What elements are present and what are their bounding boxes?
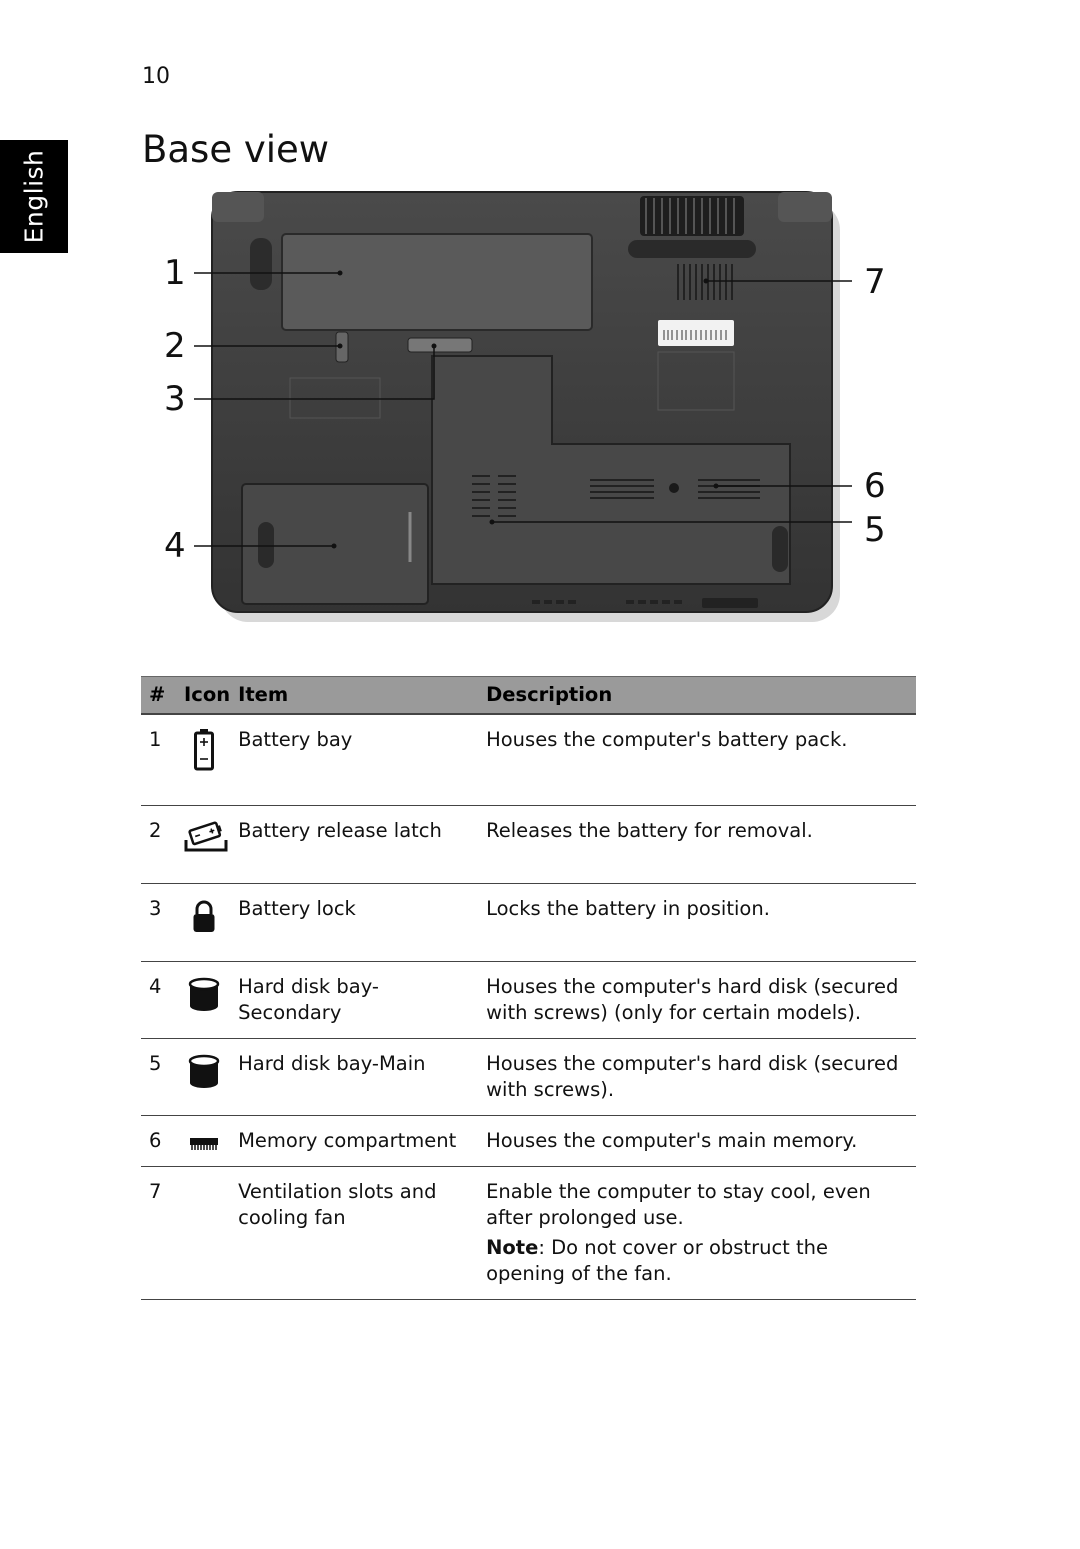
row-number: 7	[141, 1166, 178, 1300]
callout-1: 1	[164, 253, 186, 293]
row-number: 6	[141, 1115, 178, 1167]
header-num: #	[141, 676, 178, 715]
row-description: Releases the battery for removal.	[478, 805, 916, 884]
header-description: Description	[478, 676, 916, 715]
header-item: Item	[230, 676, 479, 715]
header-icon: Icon	[178, 676, 231, 715]
front-vents	[532, 598, 758, 608]
hinge-right	[778, 192, 832, 222]
callout-2: 2	[164, 326, 186, 366]
row-item: Hard disk bay-Secondary	[230, 961, 479, 1039]
laptop-base-figure: 1 2 3 4 5 6 7	[150, 180, 910, 650]
row-number: 1	[141, 714, 178, 806]
main-compartment-cover	[431, 355, 791, 585]
battery-release-icon	[184, 821, 228, 851]
label-recess	[657, 351, 735, 411]
laptop-base-illustration: 1 2 3 4 5 6 7	[164, 191, 886, 622]
top-vent-slots	[645, 198, 735, 234]
row-item: Ventilation slots and cooling fan	[230, 1166, 479, 1300]
barcode	[663, 330, 727, 340]
callout-5: 5	[864, 510, 886, 550]
row-item: Hard disk bay-Main	[230, 1038, 479, 1116]
row-item: Battery release latch	[230, 805, 479, 884]
top-vent	[640, 196, 744, 236]
hdd-vents	[472, 475, 516, 517]
battery-lock	[407, 337, 473, 353]
row-number: 4	[141, 961, 178, 1039]
row-number: 2	[141, 805, 178, 884]
small-recess	[289, 377, 381, 419]
table-row: 2 Battery release latch Releases the bat…	[141, 805, 916, 884]
table-header-row: # Icon Item Description	[141, 676, 916, 715]
rubber-foot-left	[258, 522, 274, 568]
row-description: Locks the battery in position.	[478, 883, 916, 962]
hard-disk-icon	[188, 1054, 220, 1088]
row-item: Battery lock	[230, 883, 479, 962]
memory-icon	[190, 1137, 218, 1150]
table-row: 7 Ventilation slots and cooling fan Enab…	[141, 1166, 916, 1300]
language-tab-label: English	[19, 149, 49, 244]
row-number: 5	[141, 1038, 178, 1116]
row-item: Memory compartment	[230, 1115, 479, 1167]
rubber-foot	[250, 238, 272, 290]
battery-pack	[281, 233, 593, 331]
lock-icon	[193, 900, 215, 932]
callout-7: 7	[864, 262, 886, 302]
callout-lines	[194, 272, 852, 547]
row-description: Houses the computer's main memory.	[478, 1115, 916, 1167]
fan-grille	[677, 264, 733, 300]
row-note: Note: Do not cover or obstruct the openi…	[486, 1235, 908, 1287]
row-number: 3	[141, 883, 178, 962]
table-row: 6 Memory compartment Houses the computer…	[141, 1115, 916, 1167]
row-description: Houses the computer's hard disk (secured…	[478, 1038, 916, 1116]
hinge-left	[212, 192, 264, 222]
row-description: Houses the computer's hard disk (secured…	[478, 961, 916, 1039]
callout-dots	[331, 270, 719, 549]
row-item: Battery bay	[230, 714, 479, 806]
note-label: Note	[486, 1235, 539, 1259]
row-description: Houses the computer's battery pack.	[478, 714, 916, 806]
callout-3: 3	[164, 379, 186, 419]
table-row: 4 Hard disk bay-Secondary Houses the com…	[141, 961, 916, 1039]
table-row: 1 Battery bay Houses the computer's batt…	[141, 714, 916, 806]
language-tab: English	[0, 140, 68, 253]
page-title: Base view	[142, 128, 330, 171]
battery-icon	[194, 729, 214, 771]
callout-4: 4	[164, 526, 186, 566]
hard-disk-icon	[188, 977, 220, 1011]
row-description: Enable the computer to stay cool, even a…	[486, 1179, 871, 1229]
cover-screw	[669, 483, 679, 493]
table-row: 3 Battery lock Locks the battery in posi…	[141, 883, 916, 962]
note-text: : Do not cover or obstruct the opening o…	[486, 1235, 829, 1285]
callout-6: 6	[864, 466, 886, 506]
table-row: 5 Hard disk bay-Main Houses the computer…	[141, 1038, 916, 1116]
page-number: 10	[142, 64, 170, 89]
row-icon-empty	[178, 1166, 231, 1300]
rear-foot	[628, 240, 756, 258]
rubber-foot-right	[772, 526, 788, 572]
components-table: # Icon Item Description 1 Battery bay Ho…	[141, 676, 916, 1300]
